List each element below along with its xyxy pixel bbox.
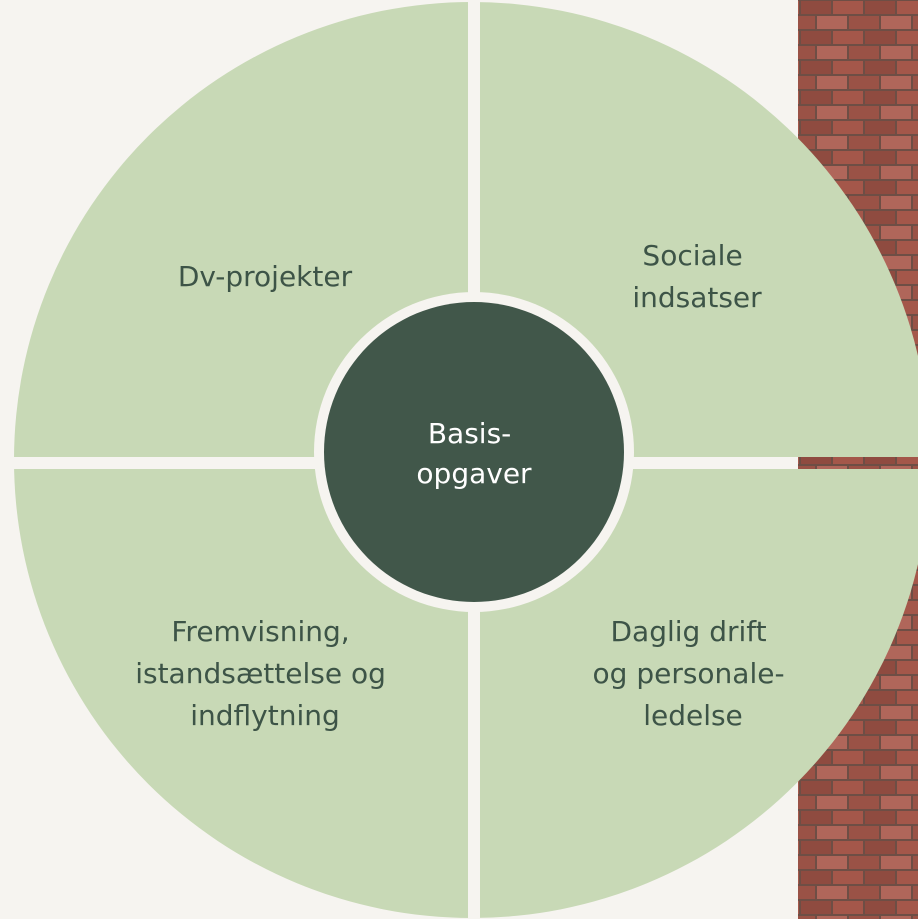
label-line: Fremvisning, (171, 615, 349, 648)
label-line: og personale- (593, 657, 785, 690)
center-line: opgaver (416, 457, 532, 490)
quadrant-label-top-right: Sociale indsatser (632, 239, 762, 314)
label-line: istandsættelse og (135, 657, 386, 690)
center-circle (324, 302, 624, 602)
label-line: ledelse (643, 699, 743, 732)
label-line: indsatser (632, 281, 762, 314)
brick-wall-image (798, 0, 918, 919)
quadrant-label-top-left: Dv-projekter (178, 260, 353, 293)
quadrant-label-bottom-left: Fremvisning, istandsættelse og indflytni… (135, 615, 395, 732)
label-line: Dv-projekter (178, 260, 353, 293)
center-line: Basis- (428, 417, 511, 450)
quadrant-label-bottom-right: Daglig drift og personale- ledelse (593, 615, 794, 732)
label-line: indflytning (190, 699, 340, 732)
center-label: Basis- opgaver (416, 417, 532, 490)
label-line: Sociale (642, 239, 742, 272)
label-line: Daglig drift (610, 615, 766, 648)
